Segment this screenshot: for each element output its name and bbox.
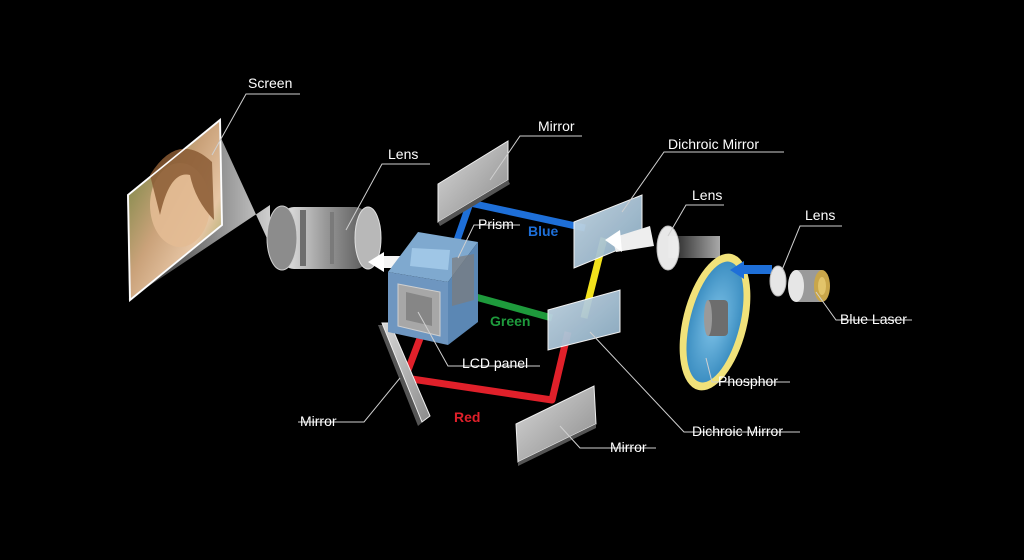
label-mirror-bottom: Mirror bbox=[610, 439, 647, 455]
red-beam bbox=[401, 310, 572, 404]
label-lens-middle: Lens bbox=[692, 187, 723, 203]
label-lcd-panel: LCD panel bbox=[462, 355, 529, 371]
label-mirror-left: Mirror bbox=[300, 413, 337, 429]
dichroic-mirror-top bbox=[573, 194, 643, 269]
screen bbox=[126, 117, 224, 303]
label-dichroic-mirror-top: Dichroic Mirror bbox=[668, 136, 759, 152]
middle-lens bbox=[656, 225, 720, 271]
mirror-bottom bbox=[515, 385, 597, 466]
prism-assembly bbox=[388, 232, 478, 345]
label-screen: Screen bbox=[248, 75, 293, 91]
label-mirror-top: Mirror bbox=[538, 118, 575, 134]
label-green: Green bbox=[490, 313, 531, 329]
input-arrow-top bbox=[605, 226, 654, 252]
mirror-left bbox=[378, 322, 431, 426]
label-phosphor: Phosphor bbox=[718, 373, 778, 389]
laser-lens bbox=[769, 265, 787, 297]
leader-lines bbox=[211, 93, 912, 449]
laser-arrow bbox=[730, 261, 772, 279]
blue-laser-unit bbox=[788, 270, 830, 302]
dichroic-mirror-bottom bbox=[547, 289, 621, 351]
projection-lens bbox=[266, 205, 382, 271]
green-beam bbox=[471, 292, 553, 322]
label-lens-projection: Lens bbox=[388, 146, 419, 162]
label-dichroic-mirror-bottom: Dichroic Mirror bbox=[692, 423, 783, 439]
phosphor-wheel bbox=[679, 253, 751, 391]
label-lens-laser: Lens bbox=[805, 207, 836, 223]
blue-beam bbox=[452, 199, 586, 245]
label-red: Red bbox=[454, 409, 481, 425]
label-prism: Prism bbox=[478, 216, 514, 232]
mirror-top bbox=[437, 140, 510, 226]
label-blue: Blue bbox=[528, 223, 559, 239]
label-blue-laser: Blue Laser bbox=[840, 311, 907, 327]
